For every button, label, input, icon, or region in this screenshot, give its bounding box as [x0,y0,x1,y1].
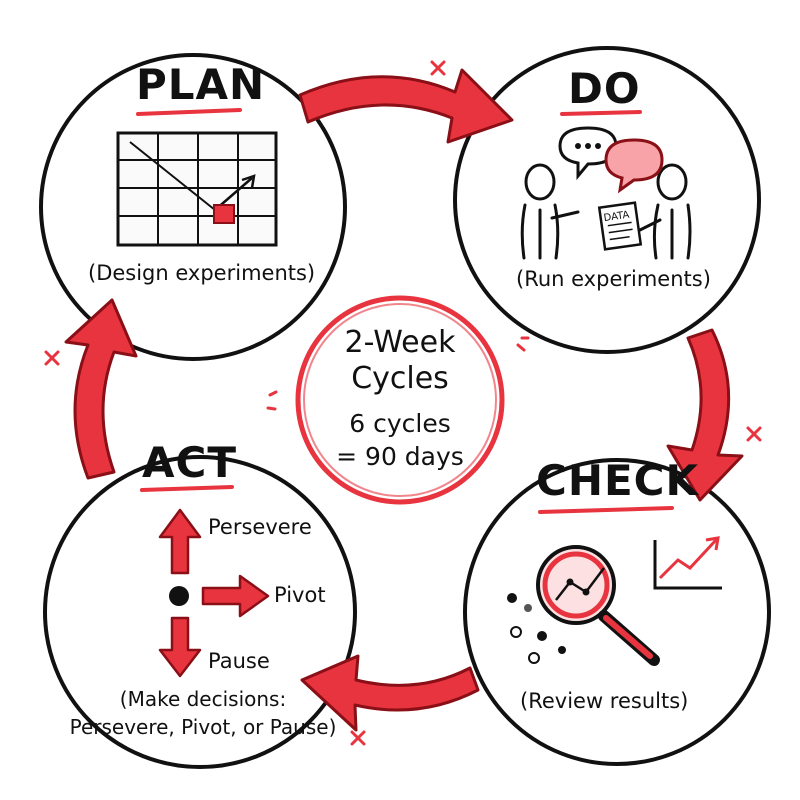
center-line2: Cycles [351,361,449,396]
plan-description: (Design experiments) [88,261,316,285]
arrow-act-to-plan [64,298,138,480]
check-description: (Review results) [520,689,689,713]
option-pause: Pause [208,649,270,673]
clipboard-label: DATA [603,210,630,225]
people-talking-icon [520,126,692,260]
option-pivot: Pivot [274,583,326,607]
act-description-line2: Persevere, Pivot, or Pause) [69,715,337,739]
cycle-arrows [64,68,744,732]
do-circle [453,46,761,354]
accent-marks [44,60,762,746]
arrow-check-to-act [300,654,480,732]
magnifier-chart-icon [507,536,722,666]
do-title: DO [568,64,641,113]
data-clipboard-icon: DATA [597,201,643,251]
chat-dots [575,143,601,149]
grid-chart-icon [116,131,278,247]
center-line4: = 90 days [336,442,464,471]
arrow-do-to-check [666,328,744,502]
option-persevere: Persevere [208,515,312,539]
title-underlines [136,108,674,514]
act-title: ACT [142,438,237,487]
center-circle-inner [303,303,497,497]
center-sparkles [266,336,530,411]
pause-arrow-icon [158,616,202,678]
plan-circle [39,53,347,361]
decision-point [169,586,189,606]
act-description-line1: (Make decisions: [119,687,287,711]
arrow-plan-to-do [298,68,514,144]
decision-arrows [158,508,270,678]
check-circle [463,458,771,766]
center-circle [295,295,505,505]
pivot-arrow-icon [201,574,270,618]
center-line1: 2-Week [344,325,456,360]
act-circle [43,455,357,769]
center-line3: 6 cycles [349,409,451,438]
plan-title: PLAN [136,60,266,109]
check-title: CHECK [536,456,700,505]
persevere-arrow-icon [158,508,202,575]
do-description: (Run experiments) [516,267,711,291]
